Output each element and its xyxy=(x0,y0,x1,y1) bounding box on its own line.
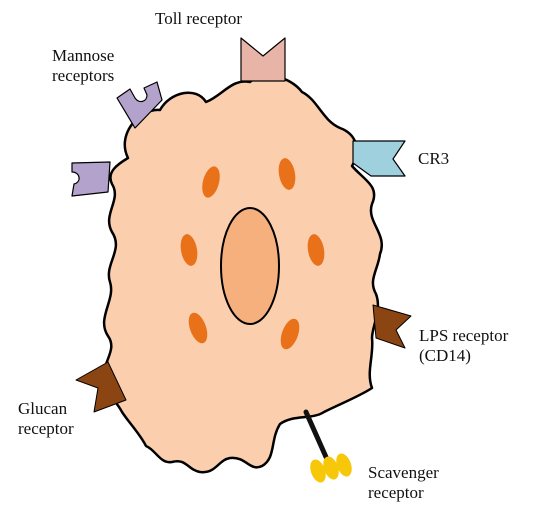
granule xyxy=(278,158,296,190)
toll-receptor-label: Toll receptor xyxy=(155,9,243,28)
lps-receptor-shape xyxy=(372,304,412,349)
granule xyxy=(180,234,198,266)
scavenger-receptor-head xyxy=(336,453,352,477)
cr3-label: CR3 xyxy=(418,149,450,168)
granule xyxy=(307,234,325,266)
nucleus xyxy=(220,207,280,325)
toll-receptor-shape xyxy=(240,37,286,82)
scavenger-receptor-label: Scavenger receptor xyxy=(368,463,439,502)
glucan-receptor-shape xyxy=(75,361,127,413)
scavenger-receptor-head xyxy=(310,459,326,483)
glucan-receptor-label: Glucan receptor xyxy=(18,399,74,438)
lps-receptor-label: LPS receptor (CD14) xyxy=(419,326,509,365)
granule xyxy=(202,166,220,198)
granule xyxy=(188,312,208,344)
scavenger-receptor-head xyxy=(323,456,339,480)
cr3-receptor-shape xyxy=(352,140,406,177)
mannose-receptor-shape xyxy=(116,81,163,129)
granule xyxy=(280,318,300,350)
scavenger-receptor-stalk xyxy=(303,409,329,460)
mannose-receptor-shape xyxy=(71,161,111,197)
mannose-receptors-label: Mannose receptors xyxy=(52,46,115,85)
